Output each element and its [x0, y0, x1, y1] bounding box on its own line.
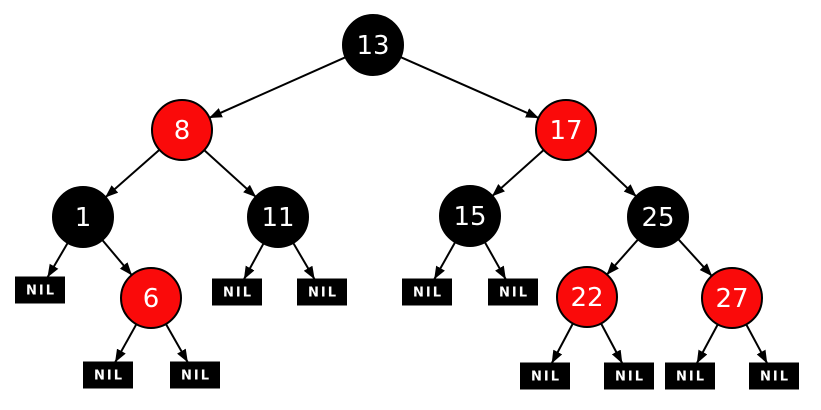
edge-25-to-27	[677, 238, 713, 277]
nil-11-left: NIL	[212, 278, 262, 306]
nil-label: NIL	[760, 370, 790, 385]
node-circle	[120, 267, 182, 329]
nil-box	[170, 361, 220, 389]
nil-22-left: NIL	[520, 362, 570, 390]
node-label: 22	[570, 283, 603, 313]
tree-node-8: 8	[151, 99, 213, 161]
node-circle	[556, 266, 618, 328]
tree-node-17: 17	[535, 99, 597, 161]
nil-27-left: NIL	[665, 362, 715, 390]
tree-node-22: 22	[556, 266, 618, 328]
nil-label: NIL	[676, 370, 706, 385]
node-label: 8	[174, 116, 191, 146]
node-circle	[627, 186, 689, 248]
node-label: 13	[356, 31, 389, 61]
nil-label: NIL	[413, 286, 443, 301]
tree-node-25: 25	[627, 186, 689, 248]
nil-1-left: NIL	[15, 276, 65, 304]
node-label: 27	[715, 284, 748, 314]
edge-17-to-15	[491, 149, 545, 197]
edge-15-to-nil-15-right	[483, 241, 507, 280]
edge-11-to-nil-11-left	[243, 242, 265, 280]
edge-6-to-nil-6-right	[165, 323, 189, 363]
edges-layer	[46, 56, 768, 364]
node-circle	[52, 186, 114, 248]
node-circle	[151, 99, 213, 161]
tree-node-1: 1	[52, 186, 114, 248]
nil-11-right: NIL	[297, 278, 347, 306]
node-circle	[701, 267, 763, 329]
edge-1-to-nil-1-left	[46, 242, 69, 278]
node-label: 1	[75, 203, 92, 233]
edge-22-to-nil-22-right	[600, 323, 623, 364]
nil-label: NIL	[308, 286, 338, 301]
nil-6-right: NIL	[170, 361, 220, 389]
nil-box	[520, 362, 570, 390]
nil-box	[604, 362, 654, 390]
nil-label: NIL	[499, 286, 529, 301]
edge-8-to-11	[203, 149, 257, 198]
nil-15-left: NIL	[402, 278, 452, 306]
nil-box	[297, 278, 347, 306]
tree-node-13: 13	[342, 14, 404, 76]
edge-11-to-nil-11-right	[292, 242, 316, 280]
nil-box	[15, 276, 65, 304]
nil-box	[665, 362, 715, 390]
nil-label: NIL	[223, 286, 253, 301]
nil-label: NIL	[181, 369, 211, 384]
nil-label: NIL	[615, 370, 645, 385]
node-circle	[439, 185, 501, 247]
tree-node-11: 11	[247, 186, 309, 248]
nil-6-left: NIL	[83, 361, 133, 389]
edge-6-to-nil-6-left	[114, 323, 138, 363]
nil-label: NIL	[94, 369, 124, 384]
node-label: 25	[641, 203, 674, 233]
edge-15-to-nil-15-left	[433, 241, 457, 280]
edge-13-to-8	[208, 56, 347, 119]
nil-box	[488, 278, 538, 306]
edge-22-to-nil-22-left	[551, 323, 574, 364]
node-circle	[342, 14, 404, 76]
node-label: 15	[453, 202, 486, 232]
tree-node-15: 15	[439, 185, 501, 247]
edge-17-to-25	[587, 149, 637, 198]
tree-node-27: 27	[701, 267, 763, 329]
nil-box	[212, 278, 262, 306]
nil-label: NIL	[26, 284, 56, 299]
nil-label: NIL	[531, 370, 561, 385]
tree-node-6: 6	[120, 267, 182, 329]
node-label: 11	[261, 203, 294, 233]
node-label: 17	[549, 116, 582, 146]
nil-box	[749, 362, 799, 390]
edge-25-to-22	[606, 238, 639, 276]
node-circle	[247, 186, 309, 248]
node-circle	[535, 99, 597, 161]
nil-27-right: NIL	[749, 362, 799, 390]
edge-8-to-1	[104, 149, 161, 198]
edge-13-to-17	[400, 56, 539, 119]
nil-box	[83, 361, 133, 389]
edge-27-to-nil-27-left	[696, 323, 719, 364]
node-label: 6	[143, 284, 160, 314]
edge-1-to-6	[101, 239, 133, 276]
edge-27-to-nil-27-right	[745, 323, 768, 364]
nil-15-right: NIL	[488, 278, 538, 306]
nil-22-right: NIL	[604, 362, 654, 390]
nil-box	[402, 278, 452, 306]
